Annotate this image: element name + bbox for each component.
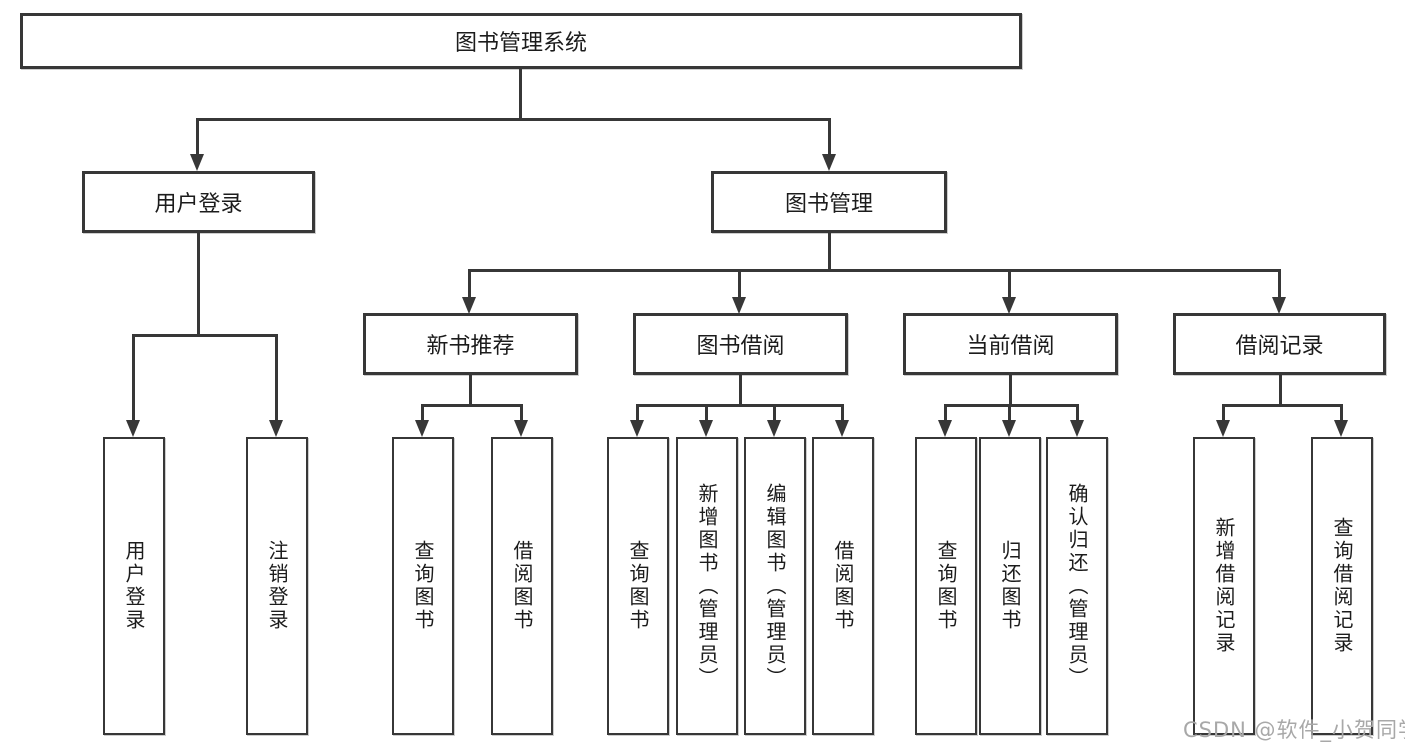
connector-drop <box>1340 404 1343 424</box>
connector-bookmgmt-bar <box>468 269 1281 272</box>
arrow-leaf <box>1216 420 1230 437</box>
arrow-leaf <box>767 420 781 437</box>
arrow-leaf <box>835 420 849 437</box>
arrow-leaf-logout <box>269 420 283 437</box>
connector-userlogin-bar <box>132 334 278 337</box>
connector-drop-leaf-logout <box>275 334 278 424</box>
csdn-watermark: CSDN @软件_小贺同学 <box>1183 718 1405 742</box>
leaf-add-book-admin: 新增图书（管理员） <box>676 437 738 735</box>
leaf-add-borrow-record: 新增借阅记录 <box>1193 437 1255 735</box>
arrow-leaf <box>699 420 713 437</box>
arrow-current <box>1002 297 1016 314</box>
leaf-return-book: 归还图书 <box>979 437 1041 735</box>
leaf-query-borrow-record: 查询借阅记录 <box>1311 437 1373 735</box>
node-borrow-records: 借阅记录 <box>1173 313 1386 375</box>
connector-drop-borrowing <box>738 269 741 301</box>
connector-userlogin-trunk <box>197 233 200 337</box>
connector-recommend-trunk <box>469 375 472 407</box>
arrow-leaf <box>1002 420 1016 437</box>
leaf-borrow-books-borrowing: 借阅图书 <box>812 437 874 735</box>
connector-records-bar <box>1222 404 1343 407</box>
node-new-book-recommend: 新书推荐 <box>363 313 578 375</box>
connector-recommend-bar <box>421 404 523 407</box>
node-current-borrowing: 当前借阅 <box>903 313 1118 375</box>
connector-drop <box>636 404 639 424</box>
leaf-user-login: 用户登录 <box>103 437 165 735</box>
arrow-user-login <box>190 154 204 171</box>
connector-borrowing-bar <box>636 404 844 407</box>
arrow-leaf <box>938 420 952 437</box>
leaf-confirm-return-admin: 确认归还（管理员） <box>1046 437 1108 735</box>
arrow-borrowing <box>732 297 746 314</box>
arrow-leaf <box>514 420 528 437</box>
node-user-login: 用户登录 <box>82 171 315 233</box>
connector-root-bar <box>196 118 831 121</box>
connector-current-trunk <box>1009 375 1012 407</box>
connector-drop <box>1008 404 1011 424</box>
connector-drop-user-login <box>196 118 199 160</box>
leaf-query-books-recommend: 查询图书 <box>392 437 454 735</box>
leaf-edit-book-admin: 编辑图书（管理员） <box>744 437 806 735</box>
connector-drop <box>773 404 776 424</box>
arrow-leaf <box>1334 420 1348 437</box>
leaf-query-books-current: 查询图书 <box>915 437 977 735</box>
connector-drop-current <box>1008 269 1011 301</box>
connector-drop <box>520 404 523 424</box>
node-book-borrowing: 图书借阅 <box>633 313 848 375</box>
arrow-records <box>1272 297 1286 314</box>
leaf-query-books-borrowing: 查询图书 <box>607 437 669 735</box>
connector-records-trunk <box>1279 375 1282 407</box>
connector-root-trunk <box>519 69 522 121</box>
connector-drop <box>1222 404 1225 424</box>
connector-drop-records <box>1278 269 1281 301</box>
arrow-leaf <box>415 420 429 437</box>
connector-drop <box>1076 404 1079 424</box>
connector-drop <box>944 404 947 424</box>
connector-drop <box>421 404 424 424</box>
arrow-recommend <box>462 297 476 314</box>
connector-drop-recommend <box>468 269 471 301</box>
connector-drop-book-management <box>828 118 831 160</box>
connector-drop <box>705 404 708 424</box>
node-book-management: 图书管理 <box>711 171 947 233</box>
connector-drop <box>841 404 844 424</box>
arrow-leaf-login <box>126 420 140 437</box>
arrow-book-management <box>822 154 836 171</box>
leaf-logout: 注销登录 <box>246 437 308 735</box>
connector-bookmgmt-trunk <box>828 233 831 272</box>
arrow-leaf <box>1070 420 1084 437</box>
connector-borrowing-trunk <box>739 375 742 407</box>
connector-current-bar <box>944 404 1079 407</box>
node-root: 图书管理系统 <box>20 13 1022 69</box>
leaf-borrow-books-recommend: 借阅图书 <box>491 437 553 735</box>
arrow-leaf <box>630 420 644 437</box>
connector-drop-leaf-login <box>132 334 135 424</box>
